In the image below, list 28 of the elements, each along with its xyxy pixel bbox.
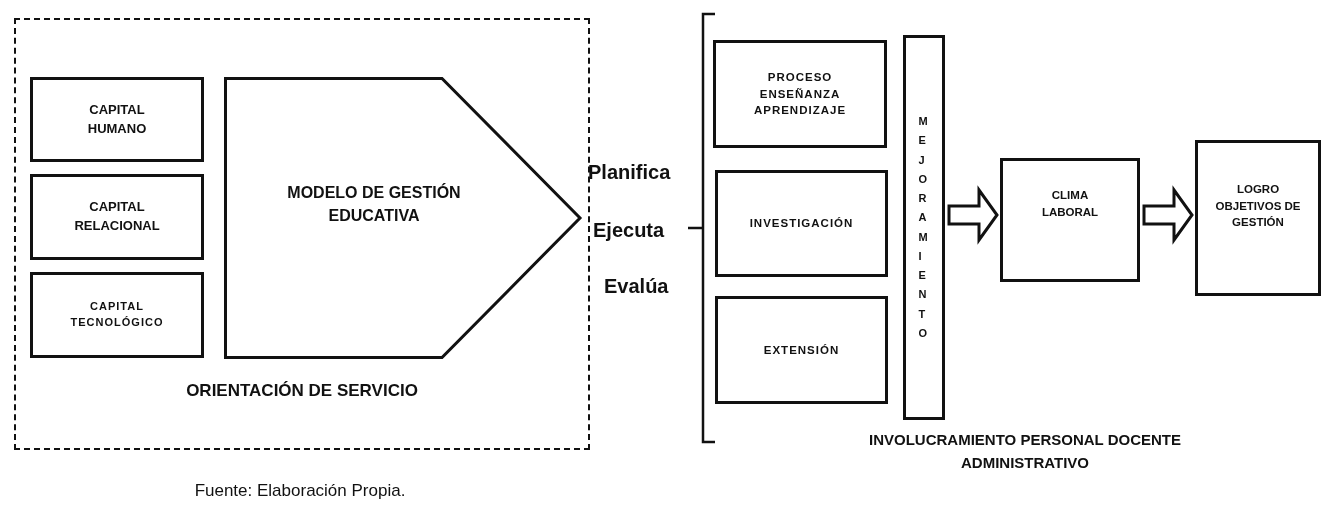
process-box [30, 174, 204, 260]
process-box [30, 77, 204, 162]
process-box [1195, 140, 1321, 296]
node-label: CAPITAL RELACIONAL [73, 198, 161, 235]
node-label: EXTENSIÓN [763, 342, 840, 358]
process-box [715, 170, 888, 277]
node-label: CAPITAL TECNOLÓGICO [69, 299, 165, 330]
node-label: LOGRO OBJETIVOS DE GESTIÓN [1214, 182, 1302, 231]
vertical-bar-box [903, 35, 945, 420]
side-label: Evalúa [604, 274, 670, 299]
node-label: MODELO DE GESTIÓN EDUCATIVA [286, 182, 462, 226]
node-label: CLIMA LABORAL [1040, 188, 1100, 220]
node-label: MEJORAMIENTO [918, 114, 930, 341]
node-label: CAPITAL HUMANO [86, 100, 148, 138]
side-label: INVOLUCRAMIENTO PERSONAL DOCENTE ADMINISTRATIVO [868, 430, 1182, 474]
dashed-group-box [14, 18, 590, 450]
process-box [713, 40, 887, 148]
node-label: PROCESO ENSEÑANZA APRENDIZAJE [752, 70, 848, 119]
node-label: INVESTIGACIÓN [749, 216, 854, 232]
process-box [1000, 158, 1140, 282]
group-heading: ORIENTACIÓN DE SERVICIO [186, 380, 418, 403]
side-label: Ejecuta [593, 218, 666, 243]
block-arrow [1142, 185, 1194, 245]
side-label: Planifica [588, 160, 672, 185]
process-box [715, 296, 888, 404]
process-box [30, 272, 204, 358]
block-arrow [947, 185, 999, 245]
caption: Fuente: Elaboración Propia. [193, 481, 407, 501]
